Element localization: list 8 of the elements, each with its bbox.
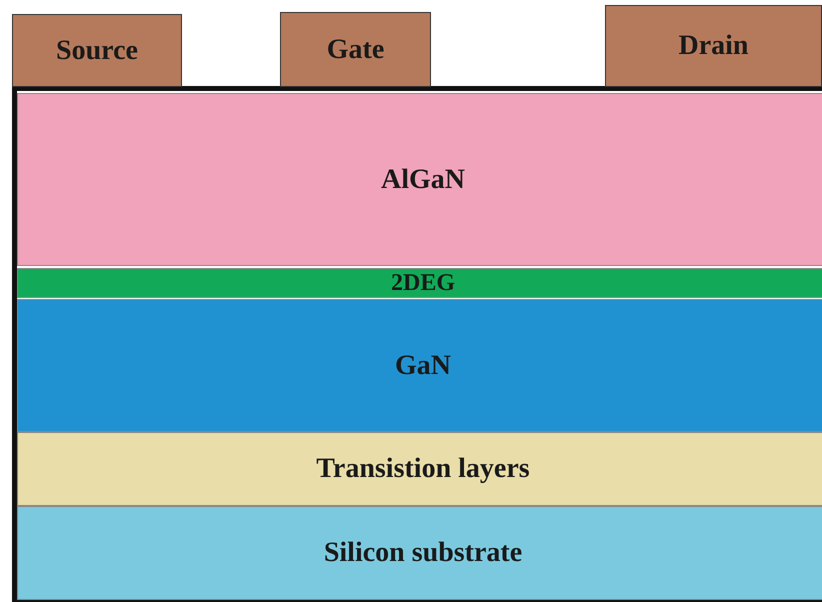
drain-contact: Drain xyxy=(605,5,822,87)
transition-layer: Transistion layers xyxy=(17,432,822,506)
source-contact: Source xyxy=(12,14,182,87)
gate-contact: Gate xyxy=(280,12,431,87)
buffer-layer: GaN xyxy=(17,299,822,432)
substrate-layer: Silicon substrate xyxy=(17,506,822,600)
barrier-layer: AlGaN xyxy=(17,93,822,266)
channel-layer: 2DEG xyxy=(17,268,822,298)
